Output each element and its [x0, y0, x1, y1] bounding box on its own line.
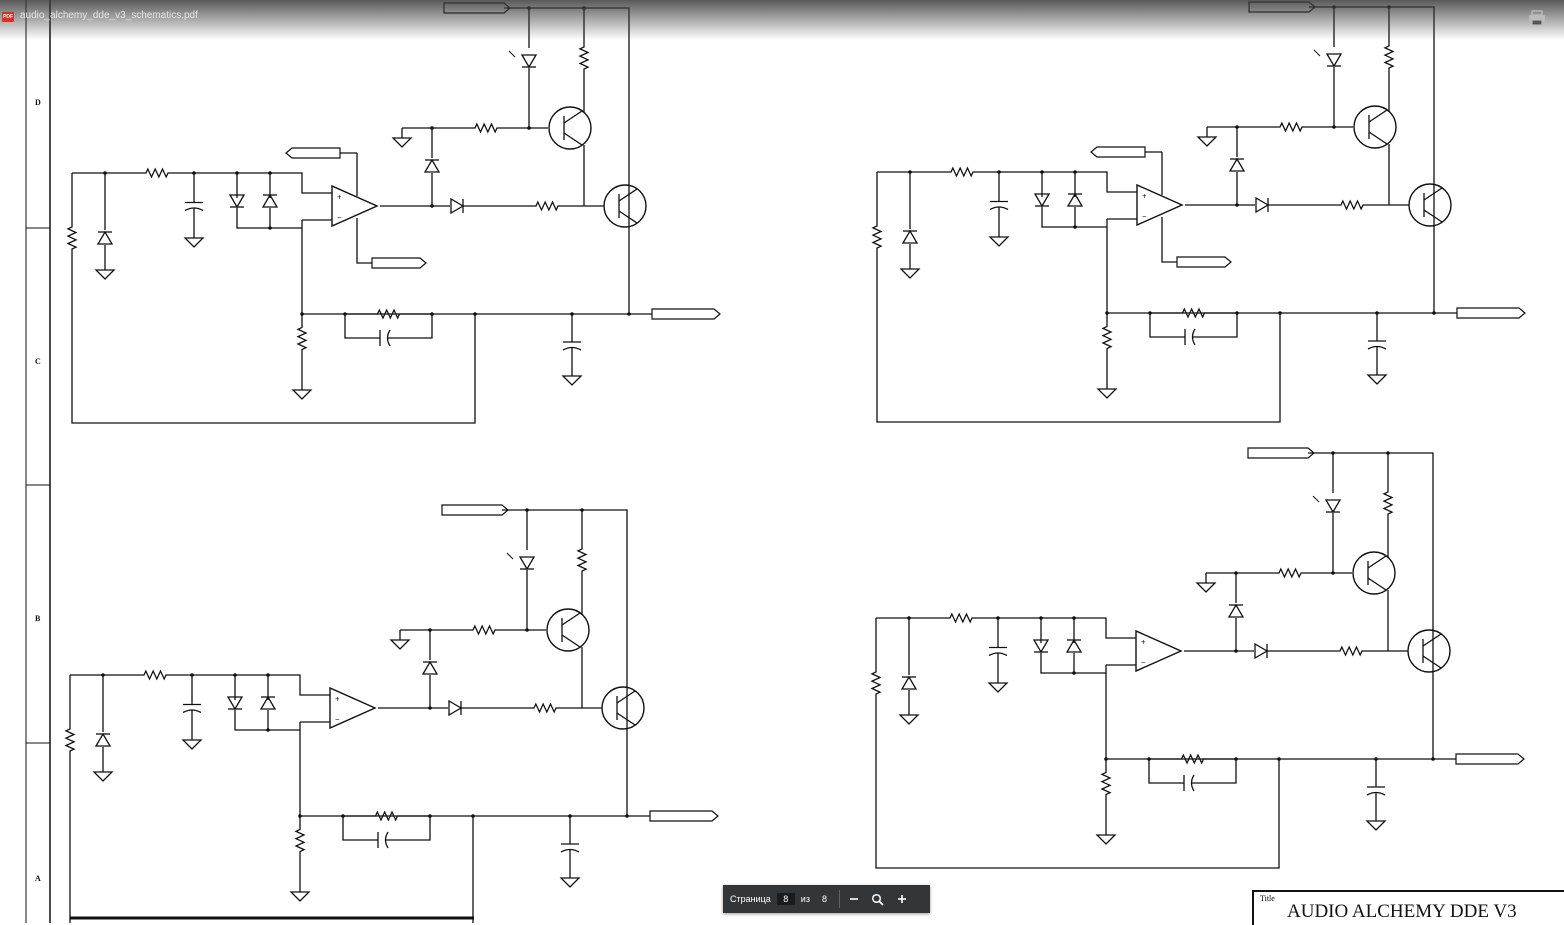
led-ray-icon [508, 50, 516, 58]
opamp-plus-mark: + [337, 193, 342, 202]
total-pages: 8 [821, 894, 827, 904]
zone-label-c: C [35, 357, 41, 366]
driver-transistor-symbol [1353, 105, 1397, 149]
pdf-file-icon: PDF [2, 12, 14, 22]
plus-icon [897, 895, 906, 903]
sheet-border [25, 0, 51, 923]
page-navigation: Страница 8 из 8 [723, 885, 930, 913]
page-number-input[interactable]: 8 [776, 893, 795, 905]
opamp-neg-supply-flag [1176, 256, 1232, 268]
opamp-plus-mark: + [335, 695, 340, 704]
driver-transistor-symbol [546, 608, 590, 652]
pager-divider [838, 890, 840, 908]
zone-label-b: B [35, 614, 41, 623]
supply-net-flag [1247, 447, 1315, 459]
zoom-in-button[interactable] [892, 889, 912, 909]
opamp-minus-mark: − [1142, 212, 1147, 221]
regulator-circuit-br: +− [870, 447, 1525, 869]
opamp-minus-mark: − [335, 715, 340, 724]
led-ray-icon [1313, 49, 1321, 57]
opamp-pos-supply-flag [285, 147, 341, 159]
opamp-symbol [329, 686, 377, 730]
zone-label-a: A [35, 874, 41, 883]
magnifier-icon [872, 893, 885, 906]
output-transistor-symbol [603, 184, 647, 228]
title-block-label: Title [1260, 894, 1275, 903]
viewer-toolbar: PDF audio_alchemy_dde_v3_schematics.pdf [0, 0, 1564, 40]
print-icon[interactable] [1528, 10, 1546, 26]
zone-label-d: D [35, 98, 41, 107]
output-net-flag [649, 810, 719, 822]
of-label: из [800, 894, 810, 904]
output-transistor-symbol [1407, 629, 1451, 673]
opamp-plus-mark: + [1141, 638, 1146, 647]
led-ray-icon [1312, 495, 1320, 503]
fit-page-button[interactable] [868, 889, 888, 909]
opamp-plus-mark: + [1142, 192, 1147, 201]
opamp-symbol [331, 184, 379, 228]
title-block: Title AUDIO ALCHEMY DDE V3 [1252, 890, 1564, 925]
output-net-flag [1456, 307, 1526, 319]
driver-transistor-symbol [548, 106, 592, 150]
output-transistor-symbol [601, 686, 645, 730]
opamp-symbol [1135, 629, 1183, 673]
opamp-neg-supply-flag [371, 257, 427, 269]
opamp-minus-mark: − [1141, 658, 1146, 667]
page-label: Страница [730, 894, 771, 904]
opamp-symbol [1136, 183, 1184, 227]
driver-transistor-symbol [1352, 551, 1396, 595]
led-ray-icon [506, 552, 514, 560]
file-name: audio_alchemy_dde_v3_schematics.pdf [20, 10, 198, 21]
regulator-circuit-tl: +− [66, 2, 721, 424]
regulator-circuit-tr: +− [871, 1, 1526, 423]
opamp-pos-supply-flag [1090, 146, 1146, 158]
minus-icon [849, 898, 858, 900]
output-net-flag [1455, 753, 1525, 765]
schematic-title: AUDIO ALCHEMY DDE V3 [1287, 901, 1517, 922]
opamp-minus-mark: − [337, 213, 342, 222]
output-net-flag [651, 308, 721, 320]
supply-net-flag [441, 504, 509, 516]
regulator-circuit-bl: +− [64, 504, 719, 923]
output-transistor-symbol [1408, 183, 1452, 227]
zoom-out-button[interactable] [844, 889, 864, 909]
